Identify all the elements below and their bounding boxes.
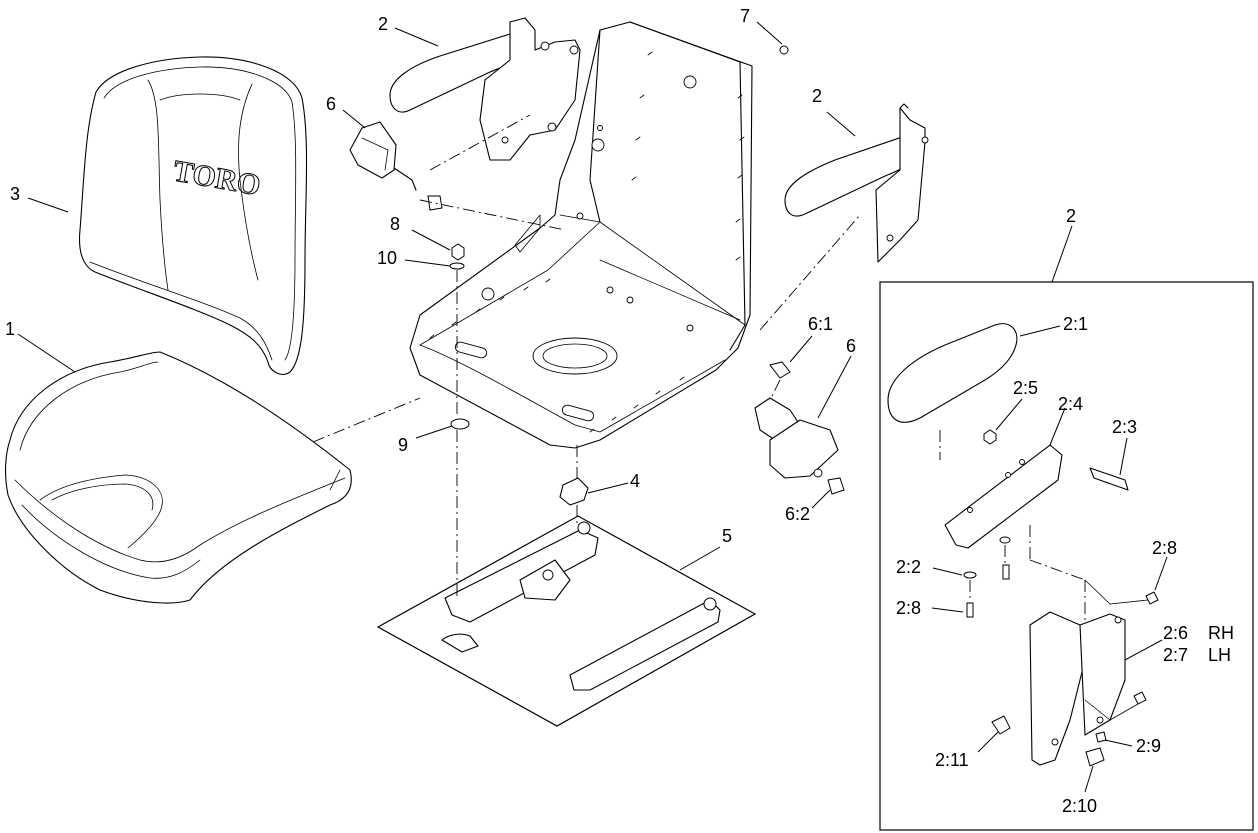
callout-10: 10 (377, 248, 397, 268)
callout-labels: 2 3 1 6 7 2 8 10 9 4 5 6:1 6 6:2 2 2:1 2… (5, 6, 1234, 816)
leader-lines (17, 21, 1168, 793)
callout-2-7: 2:7 (1163, 645, 1188, 665)
callout-9: 9 (398, 435, 408, 455)
seat-bottom-cushion (5, 351, 352, 604)
seat-frame (409, 21, 753, 449)
callout-2-6: 2:6 (1163, 623, 1188, 643)
seat-slide-rails (376, 515, 757, 727)
callout-5: 5 (722, 526, 732, 546)
bracket-4 (559, 477, 589, 506)
callout-2-9: 2:9 (1136, 736, 1161, 756)
callout-2-detail: 2 (1066, 206, 1076, 226)
callout-2-right-armrest: 2 (812, 86, 822, 106)
armrest-right-top (784, 103, 929, 263)
callout-6-left: 6 (326, 94, 336, 114)
callout-2-11: 2:11 (935, 750, 969, 770)
armrest-left-top (389, 17, 581, 161)
callout-rh: RH (1208, 623, 1234, 643)
hardware-items (449, 45, 789, 506)
callout-6-1: 6:1 (808, 314, 833, 334)
assembly-lines (312, 114, 1086, 620)
callout-2-8-left: 2:8 (896, 598, 921, 618)
callout-2-8-right: 2:8 (1152, 538, 1177, 558)
callout-2-3: 2:3 (1112, 417, 1137, 437)
callout-2-2: 2:2 (896, 557, 921, 577)
callout-2-10: 2:10 (1062, 796, 1097, 816)
callout-2-1: 2:1 (1063, 314, 1088, 334)
washer-9 (450, 418, 470, 430)
callout-2-left-armrest: 2 (378, 14, 388, 34)
washer-10 (449, 262, 465, 270)
seat-belt-buckle-right (754, 361, 845, 495)
callout-3: 3 (10, 184, 20, 204)
callout-7: 7 (740, 6, 750, 26)
seat-belt-buckle-left (349, 121, 443, 211)
callout-4: 4 (630, 471, 640, 491)
nut-8 (451, 243, 465, 261)
callout-lh: LH (1208, 645, 1231, 665)
callout-8: 8 (390, 214, 400, 234)
callout-6-2: 6:2 (785, 504, 810, 524)
callout-1: 1 (5, 319, 15, 339)
bolt-7 (779, 45, 789, 55)
callout-6-right: 6 (846, 336, 856, 356)
callout-2-5: 2:5 (1013, 378, 1038, 398)
seat-back-cushion: TORO (78, 56, 308, 375)
callout-2-4: 2:4 (1058, 394, 1083, 414)
armrest-detail-box (879, 281, 1254, 831)
